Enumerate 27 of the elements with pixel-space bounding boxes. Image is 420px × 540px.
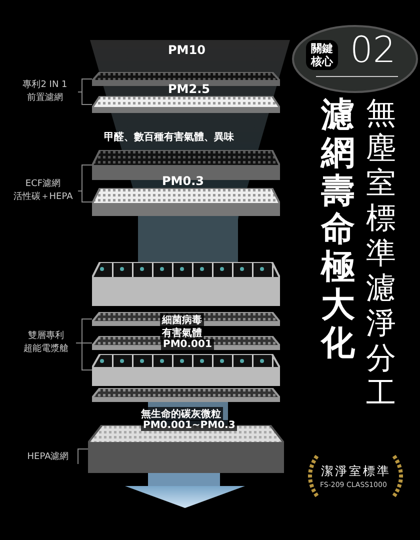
vertical-title: 濾網壽命極大化 xyxy=(319,96,356,362)
pollutant-label: 有害氣體 xyxy=(160,326,204,340)
badge-title: 潔淨室標準 xyxy=(321,463,391,480)
particle-label: PM0.001 xyxy=(161,339,214,350)
particle-label: PM0.3 xyxy=(162,174,204,188)
part-label: 雙層專利 超能電漿艙 xyxy=(18,330,74,356)
pollutant-label: 甲醛、數百種有害氣體、異味 xyxy=(104,130,234,144)
filter-layer xyxy=(92,354,280,386)
particle-label: PM0.001~PM0.3 xyxy=(141,420,238,431)
section-number: 02 xyxy=(350,30,396,71)
leader-line xyxy=(78,448,88,464)
particle-label: PM2.5 xyxy=(168,82,210,96)
vertical-subtitle: 無塵室標準濾淨分工 xyxy=(365,96,397,411)
part-label: 專利2 IN 1 前置濾網 xyxy=(14,79,76,105)
particle-label: PM10 xyxy=(168,43,206,57)
leader-line xyxy=(76,342,92,370)
filter-layer xyxy=(92,96,280,113)
filter-layer xyxy=(92,312,280,326)
pollutant-label: 細菌病毒 xyxy=(160,313,204,327)
filter-layer xyxy=(92,388,280,402)
filter-layer xyxy=(92,262,280,306)
heading-tag: 關鍵核心 xyxy=(306,40,338,70)
part-label: HEPA濾網 xyxy=(20,451,76,464)
filter-layer xyxy=(92,72,280,86)
part-label: ECF濾網 活性碳＋HEPA xyxy=(10,178,76,204)
pollutant-label: 無生命的碳灰微粒 xyxy=(139,407,223,421)
filter-layer xyxy=(92,188,280,216)
